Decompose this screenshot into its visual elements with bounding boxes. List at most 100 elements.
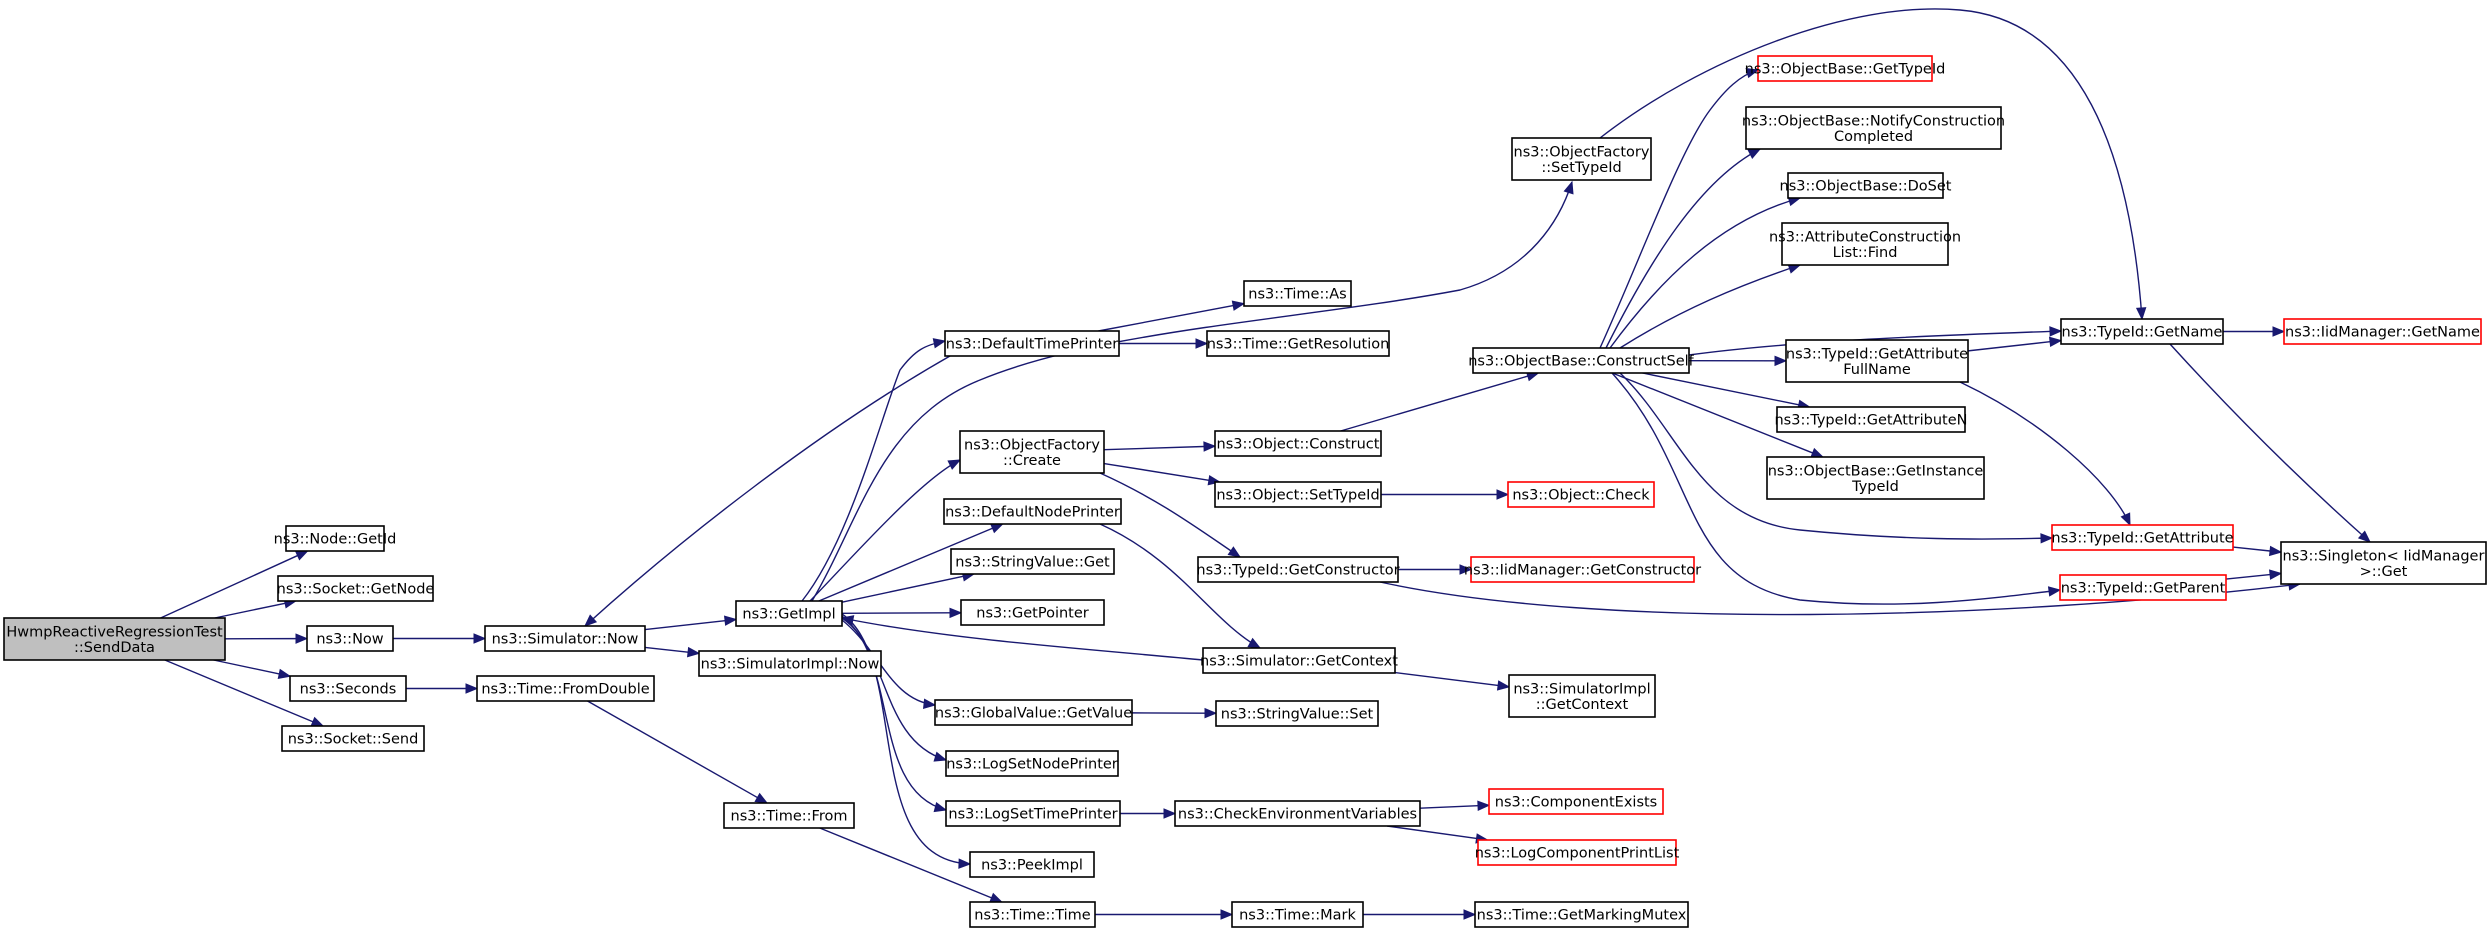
function-node-time_getmarkingmutex[interactable]: ns3::Time::GetMarkingMutex: [1474, 901, 1689, 928]
function-node-iidmanager_getconstructor[interactable]: ns3::IidManager::GetConstructor: [1464, 556, 1701, 583]
node-box: [1214, 430, 1382, 457]
node-box: [1214, 481, 1382, 508]
function-node-object_check[interactable]: ns3::Object::Check: [1507, 481, 1655, 508]
edge-line: [1099, 472, 1241, 558]
edge-arrowhead: [1227, 546, 1242, 558]
node-box: [3, 617, 226, 661]
edge-getimpl-to-peekimpl: [841, 613, 972, 869]
function-node-stringvalue_get[interactable]: ns3::StringValue::Get: [950, 548, 1115, 575]
function-node-iidmanager_getname[interactable]: ns3::IidManager::GetName: [2283, 318, 2482, 345]
function-node-time_time[interactable]: ns3::Time::Time: [969, 901, 1096, 928]
function-node-time_as[interactable]: ns3::Time::As: [1243, 280, 1352, 307]
function-node-typeid_getparent[interactable]: ns3::TypeId::GetParent: [2059, 574, 2227, 601]
function-node-object_settypeid[interactable]: ns3::Object::SetTypeId: [1214, 481, 1382, 508]
edge-arrowhead: [1204, 707, 1218, 719]
function-node-componentexists[interactable]: ns3::ComponentExists: [1488, 788, 1664, 815]
function-node-time_fromdouble[interactable]: ns3::Time::FromDouble: [476, 675, 655, 702]
edge-objbase_constructself-to-typeid_getattributen: [1642, 372, 1811, 410]
edge-line: [1103, 445, 1205, 451]
edge-sim_getcontext-to-getimpl: [840, 615, 1204, 661]
edge-arrowhead: [933, 751, 948, 762]
function-node-globalvalue_getvalue[interactable]: ns3::GlobalValue::GetValue: [934, 699, 1133, 726]
edge-arrowhead: [2357, 530, 2371, 543]
node-box: [1787, 172, 1944, 199]
edge-arrowhead: [2272, 326, 2286, 337]
edge-line: [1419, 805, 1479, 809]
function-node-getpointer[interactable]: ns3::GetPointer: [960, 599, 1105, 626]
function-node-time_from[interactable]: ns3::Time::From: [723, 802, 855, 829]
node-label: ns3::Socket::GetNode: [277, 582, 435, 598]
node-box: [1508, 674, 1656, 718]
node-label: TypeId: [1851, 479, 1899, 495]
node-box: [969, 851, 1095, 878]
node-box: [698, 650, 882, 677]
function-node-node_getid[interactable]: ns3::Node::GetId: [274, 525, 397, 552]
function-node-sim_now[interactable]: ns3::Simulator::Now: [484, 625, 646, 652]
function-node-getimpl[interactable]: ns3::GetImpl: [735, 600, 843, 627]
call-edges: [160, 8, 2371, 920]
node-label: ::Create: [1003, 453, 1061, 469]
function-node-typeid_getattributen[interactable]: ns3::TypeId::GetAttributeN: [1774, 406, 1968, 433]
function-node-default_node_printer[interactable]: ns3::DefaultNodePrinter: [943, 498, 1122, 525]
edge-line: [1386, 825, 1477, 840]
edge-typeid_getattrfullname-to-typeid_getname: [1967, 336, 2063, 352]
edge-default_time_printer-to-time_getresolution: [1119, 338, 1209, 349]
function-node-logsetnodeprinter[interactable]: ns3::LogSetNodePrinter: [945, 750, 1119, 777]
function-node-time_getresolution[interactable]: ns3::Time::GetResolution: [1206, 330, 1390, 357]
function-node-objfactory_settypeid[interactable]: ns3::ObjectFactory::SetTypeId: [1511, 137, 1652, 181]
function-node-root[interactable]: HwmpReactiveRegressionTest::SendData: [3, 617, 226, 661]
function-node-time_mark[interactable]: ns3::Time::Mark: [1231, 901, 1364, 928]
function-node-peekimpl[interactable]: ns3::PeekImpl: [969, 851, 1095, 878]
function-node-objbase_constructself[interactable]: ns3::ObjectBase::ConstructSelf: [1468, 347, 1695, 374]
function-node-object_construct[interactable]: ns3::Object::Construct: [1214, 430, 1382, 457]
edge-arrowhead: [1810, 447, 1825, 458]
function-node-simimpl_now[interactable]: ns3::SimulatorImpl::Now: [698, 650, 882, 677]
function-node-typeid_getattribute[interactable]: ns3::TypeId::GetAttribute: [2051, 524, 2234, 551]
function-node-default_time_printer[interactable]: ns3::DefaultTimePrinter: [944, 330, 1120, 357]
edge-arrowhead: [1195, 338, 1209, 349]
edge-line: [1340, 375, 1529, 432]
function-node-objbase_doset[interactable]: ns3::ObjectBase::DoSet: [1780, 172, 1952, 199]
function-node-objbase_gettypeid[interactable]: ns3::ObjectBase::GetTypeId: [1745, 55, 1946, 82]
function-node-simimpl_getcontext[interactable]: ns3::SimulatorImpl::GetContext: [1508, 674, 1656, 718]
node-box: [2280, 541, 2487, 585]
function-node-socket_send[interactable]: ns3::Socket::Send: [281, 725, 425, 752]
function-node-objfactory_create[interactable]: ns3::ObjectFactory::Create: [959, 430, 1105, 474]
function-node-now[interactable]: ns3::Now: [306, 625, 394, 652]
edge-getimpl-to-default_node_printer: [818, 523, 1004, 602]
edge-arrowhead: [958, 858, 972, 869]
node-label: ::SendData: [74, 640, 155, 656]
function-node-objbase_notify[interactable]: ns3::ObjectBase::NotifyConstructionCompl…: [1742, 106, 2005, 150]
edge-line: [644, 619, 726, 631]
node-box: [945, 800, 1121, 827]
edge-arrowhead: [1563, 180, 1574, 195]
edge-line: [2232, 546, 2271, 552]
function-node-typeid_getconstructor[interactable]: ns3::TypeId::GetConstructor: [1196, 556, 1400, 583]
edge-line: [1959, 381, 2131, 526]
function-node-typeid_getname[interactable]: ns3::TypeId::GetName: [2060, 318, 2224, 345]
function-node-logcomponentprintlist[interactable]: ns3::LogComponentPrintList: [1475, 839, 1680, 866]
edge-default_node_printer-to-sim_getcontext: [1099, 523, 1262, 649]
edge-getimpl-to-objfactory_settypeid: [811, 180, 1574, 602]
edge-arrowhead: [473, 633, 487, 644]
edge-line: [1642, 372, 1799, 406]
function-node-sim_getcontext[interactable]: ns3::Simulator::GetContext: [1200, 647, 1398, 674]
function-node-seconds[interactable]: ns3::Seconds: [289, 675, 407, 702]
edge-typeid_getparent-to-singleton_get: [2225, 569, 2283, 580]
function-node-socket_getnode[interactable]: ns3::Socket::GetNode: [277, 575, 435, 602]
function-node-checkenv[interactable]: ns3::CheckEnvironmentVariables: [1174, 800, 1421, 827]
function-node-singleton_get[interactable]: ns3::Singleton< IidManager >::Get: [2280, 541, 2487, 585]
edge-objfactory_create-to-typeid_getconstructor: [1099, 472, 1242, 558]
node-label: ns3::LogSetNodePrinter: [946, 757, 1118, 773]
edge-objbase_constructself-to-typeid_getparent: [1611, 372, 2062, 605]
edge-arrowhead: [1203, 441, 1217, 452]
edge-line: [1612, 372, 1813, 454]
function-node-stringvalue_set[interactable]: ns3::StringValue::Set: [1215, 700, 1379, 727]
edge-globalvalue_getvalue-to-stringvalue_set: [1131, 707, 1218, 719]
edge-arrowhead: [723, 615, 738, 626]
function-node-logsettimeprinter[interactable]: ns3::LogSetTimePrinter: [945, 800, 1121, 827]
